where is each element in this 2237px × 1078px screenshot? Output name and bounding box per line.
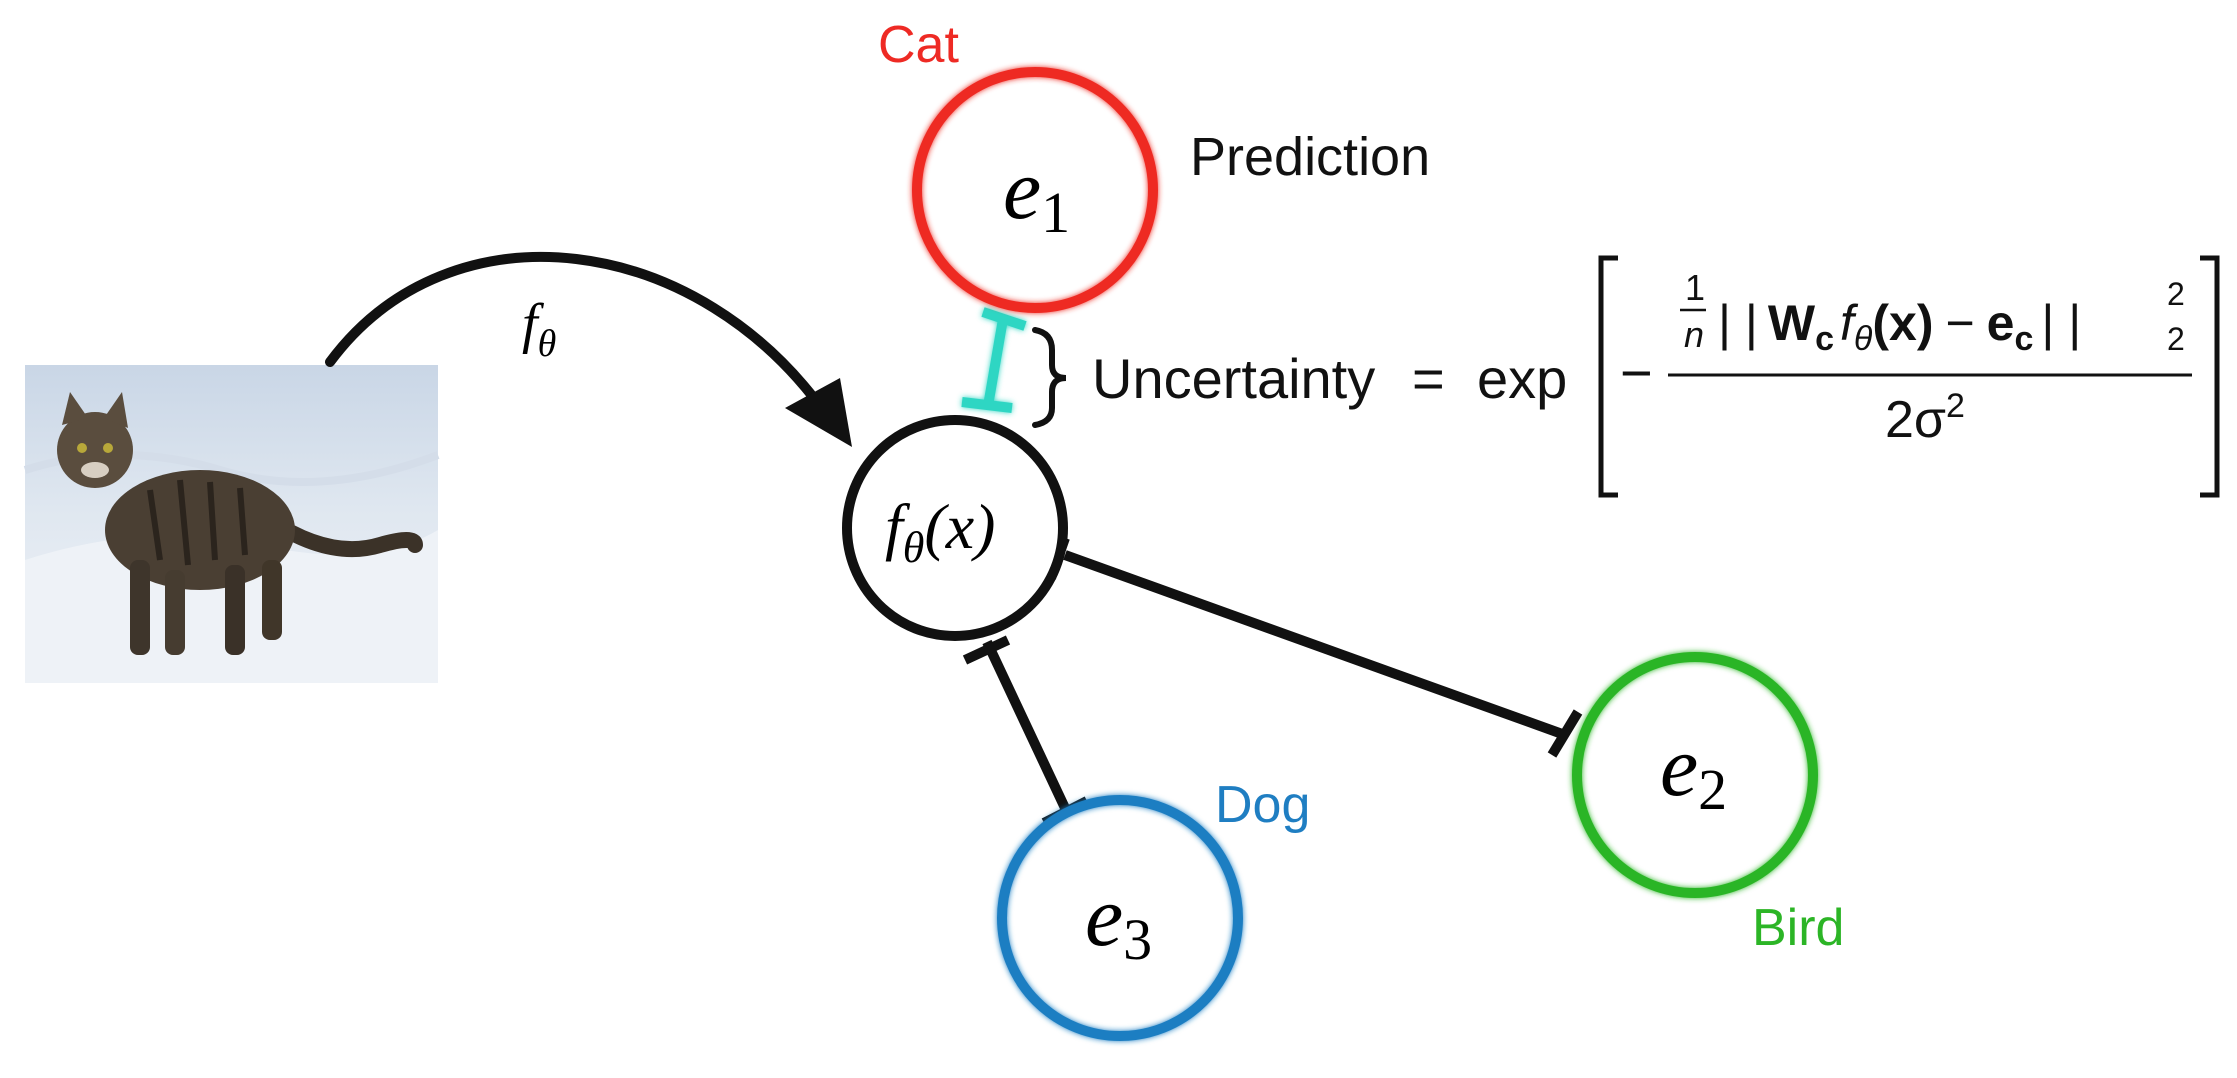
node-center: fθ(x)	[842, 415, 1068, 641]
formula-norm-sup: 2	[2167, 276, 2185, 312]
formula-lhs: Uncertainty	[1092, 347, 1375, 410]
mapping-arrowhead	[785, 378, 852, 447]
formula-frac-den: n	[1684, 314, 1704, 355]
formula-norm-sub: 2	[2167, 321, 2185, 357]
uncertainty-distance-bar	[961, 307, 1027, 413]
node-center-label: fθ(x)	[885, 491, 995, 572]
prediction-label: Prediction	[1190, 127, 1430, 187]
formula-denominator: 2σ2	[1885, 387, 1965, 449]
cat-photo-icon	[23, 365, 440, 683]
node-e3-label: e3	[1085, 868, 1152, 972]
class-label-bird: Bird	[1752, 899, 1844, 957]
formula-right-bracket	[2200, 255, 2220, 498]
node-e3: e3	[997, 795, 1243, 1041]
formula-left-bracket	[1598, 255, 1618, 498]
formula-equals: =	[1412, 347, 1445, 410]
connector-e2	[1046, 536, 1583, 758]
node-e2: e2	[1572, 652, 1818, 898]
node-e2-label: e2	[1660, 718, 1727, 822]
mapping-label: fθ	[522, 293, 556, 365]
mapping-arrow	[325, 251, 835, 425]
class-label-dog: Dog	[1215, 776, 1310, 834]
class-label-cat: Cat	[878, 16, 959, 74]
formula-frac-num: 1	[1685, 267, 1705, 308]
connector-e3	[962, 635, 1090, 828]
formula-minus: −	[1620, 341, 1653, 404]
node-e1-label: e1	[1003, 141, 1070, 245]
uncertainty-brace	[1032, 327, 1067, 428]
formula-exp: exp	[1477, 347, 1567, 410]
node-e1: e1	[912, 67, 1158, 313]
